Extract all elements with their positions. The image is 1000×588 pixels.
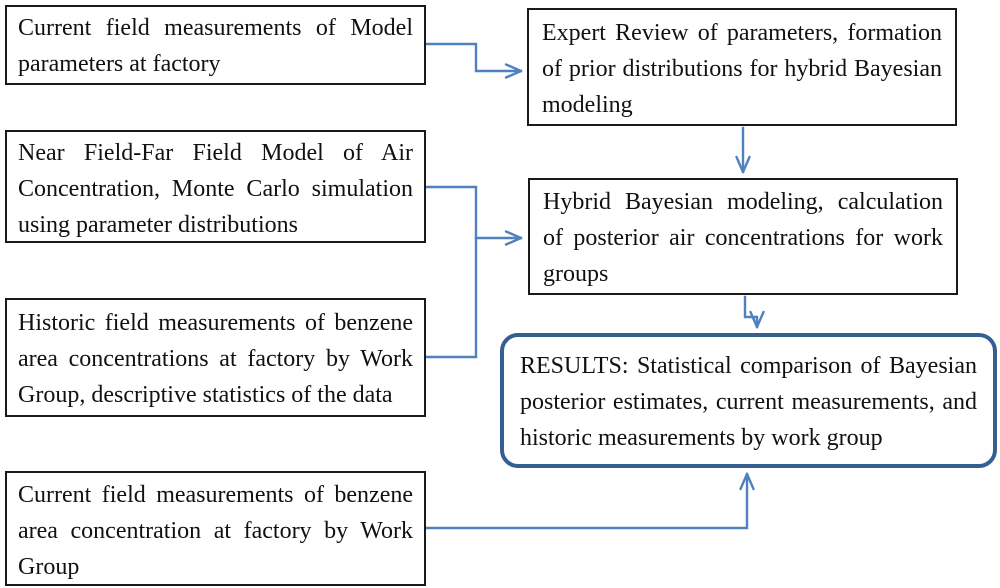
node-hybrid-bayesian-modeling: Hybrid Bayesian modeling, calculation of… [528, 178, 958, 295]
node-current-model-params: Current field measurements of Model para… [5, 5, 426, 85]
edge-current-benzene-to-results [424, 472, 755, 530]
edge-current-model-to-expert-review [424, 42, 523, 79]
node-near-field-far-field-model: Near Field-Far Field Model of Air Concen… [5, 130, 426, 243]
edge-hybrid-to-results [743, 295, 765, 329]
edge-merge-frame-nearfield-historic [424, 185, 478, 359]
node-historic-measurements: Historic field measurements of benzene a… [5, 298, 426, 417]
node-expert-review: Expert Review of parameters, formation o… [527, 8, 957, 126]
node-current-benzene-measurements: Current field measurements of benzene ar… [5, 471, 426, 586]
node-results: RESULTS: Statistical comparison of Bayes… [500, 333, 997, 468]
